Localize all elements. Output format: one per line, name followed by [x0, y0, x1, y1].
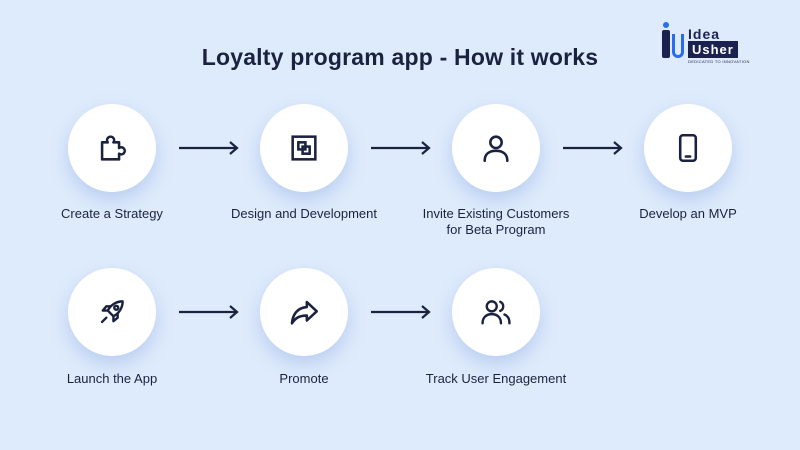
step-track-engagement-circle: [452, 268, 540, 356]
logo-top-word: Idea: [688, 26, 721, 42]
flow-arrow: [179, 141, 239, 155]
rocket-icon: [100, 300, 124, 324]
step-label-line: Promote: [279, 371, 329, 386]
step-label-line: Invite Existing Customers: [422, 206, 570, 221]
flow-arrow: [563, 141, 623, 155]
step-label-line: Create a Strategy: [61, 206, 163, 221]
step-label-line: Develop an MVP: [639, 206, 737, 221]
flow-arrow: [371, 141, 431, 155]
logo-mark-u: [672, 34, 684, 58]
logo-mark-i: [662, 22, 670, 58]
page-title: Loyalty program app - How it works: [201, 44, 599, 70]
step-label-line: Track User Engagement: [425, 371, 567, 386]
step-label-line: for Beta Program: [446, 222, 546, 237]
step-develop-mvp-label: Develop an MVP: [588, 206, 788, 222]
step-label-line: Design and Development: [231, 206, 377, 221]
puzzle-icon: [100, 135, 126, 161]
step-design-development-label: Design and Development: [204, 206, 404, 222]
step-label-line: Launch the App: [66, 371, 158, 386]
step-invite-customers-label: Invite Existing Customers for Beta Progr…: [396, 206, 596, 238]
logo-tagline: DEDICATED TO INNOVATION: [688, 59, 750, 64]
step-design-development-circle: [260, 104, 348, 192]
step-launch-app-label: Launch the App: [12, 371, 212, 387]
step-promote-circle: [260, 268, 348, 356]
step-create-strategy-label: Create a Strategy: [12, 206, 212, 222]
step-create-strategy-circle: [68, 104, 156, 192]
design-frame-icon: [291, 135, 317, 161]
flow-arrow: [179, 305, 239, 319]
company-logo: Idea Usher DEDICATED TO INNOVATION: [662, 22, 772, 64]
users-icon: [481, 300, 511, 325]
flow-arrow: [371, 305, 431, 319]
mobile-phone-icon: [678, 133, 698, 163]
user-icon: [483, 135, 509, 163]
step-promote-label: Promote: [204, 371, 404, 387]
step-launch-app-circle: [68, 268, 156, 356]
step-invite-customers-circle: [452, 104, 540, 192]
step-track-engagement-label: Track User Engagement: [396, 371, 596, 387]
step-develop-mvp-circle: [644, 104, 732, 192]
share-arrow-icon: [290, 300, 319, 325]
logo-bottom-word: Usher: [688, 41, 738, 58]
